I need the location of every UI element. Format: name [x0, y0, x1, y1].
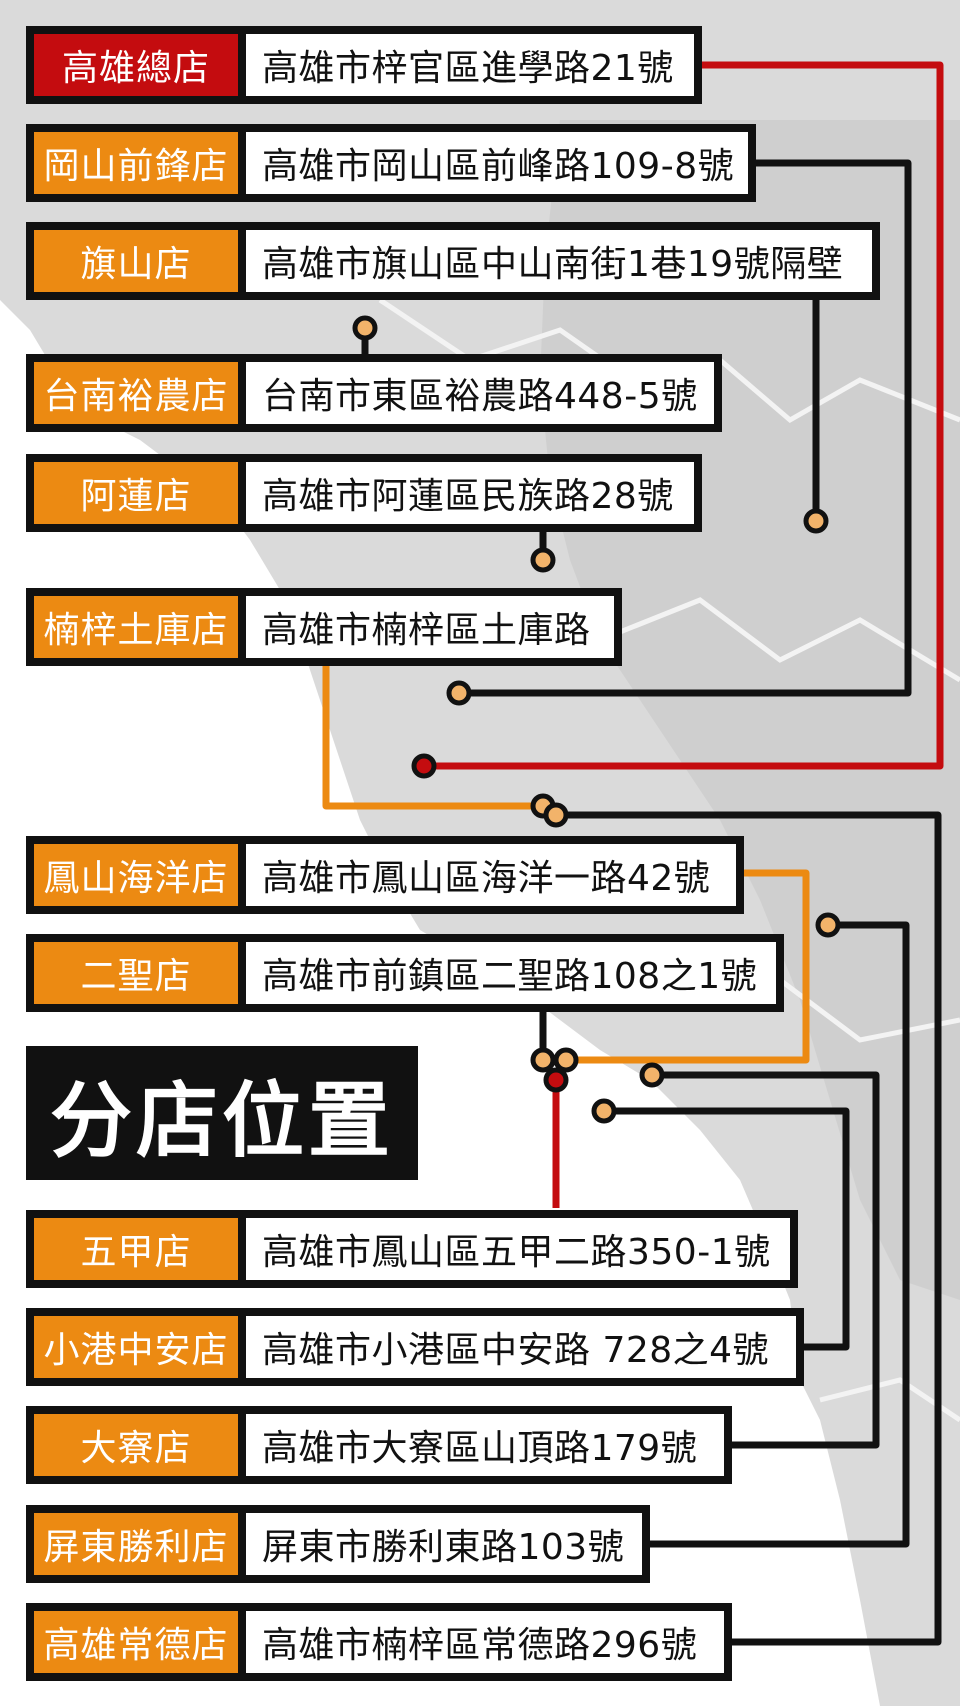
store-row-pingtung: 屏東勝利店 屏東市勝利東路103號: [26, 1505, 650, 1583]
store-row-tainan: 台南裕農店 台南市東區裕農路448-5號: [26, 354, 722, 432]
store-row-daliao: 大寮店 高雄市大寮區山頂路179號: [26, 1406, 732, 1484]
location-dot-gangshan: [446, 680, 472, 706]
store-address: 高雄市岡山區前峰路109-8號: [246, 132, 748, 194]
route-line-nanzi-tuku: [322, 665, 543, 810]
store-address: 屏東市勝利東路103號: [246, 1513, 642, 1575]
section-title-text: 分店位置: [49, 1072, 394, 1169]
store-row-ersheng: 二聖店 高雄市前鎮區二聖路108之1號: [26, 934, 784, 1012]
store-row-fengshan-haiyang: 鳳山海洋店 高雄市鳳山區海洋一路42號: [26, 836, 744, 914]
route-line-hq: [424, 61, 944, 770]
store-name: 楠梓土庫店: [34, 596, 246, 658]
store-row-nanzi-tuku: 楠梓土庫店 高雄市楠梓區土庫路: [26, 588, 622, 666]
store-name: 高雄總店: [34, 34, 246, 96]
store-address: 高雄市小港區中安路 728之4號: [246, 1316, 796, 1378]
store-row-xiaogang: 小港中安店 高雄市小港區中安路 728之4號: [26, 1308, 804, 1386]
location-dot-ersheng: [530, 1047, 556, 1073]
store-name: 高雄常德店: [34, 1611, 246, 1673]
store-address: 高雄市阿蓮區民族路28號: [246, 462, 694, 524]
store-address: 高雄市旗山區中山南街1巷19號隔壁: [246, 230, 872, 292]
store-row-gangshan: 岡山前鋒店 高雄市岡山區前峰路109-8號: [26, 124, 756, 202]
route-line-daliao: [652, 1071, 880, 1449]
store-name: 屏東勝利店: [34, 1513, 246, 1575]
location-dot-changde: [543, 802, 569, 828]
store-name: 旗山店: [34, 230, 246, 292]
store-address: 高雄市楠梓區常德路296號: [246, 1611, 724, 1673]
route-line-changde: [556, 811, 942, 1646]
location-dot-pingtung: [815, 912, 841, 938]
store-name: 五甲店: [34, 1218, 246, 1280]
section-title: 分店位置: [26, 1046, 418, 1180]
location-dot-hq: [411, 753, 437, 779]
route-line-xiaogang: [604, 1107, 850, 1351]
store-address: 高雄市前鎮區二聖路108之1號: [246, 942, 776, 1004]
location-dot-xiaogang: [591, 1098, 617, 1124]
store-address: 高雄市梓官區進學路21號: [246, 34, 694, 96]
store-row-changde: 高雄常德店 高雄市楠梓區常德路296號: [26, 1603, 732, 1681]
store-row-wujia: 五甲店 高雄市鳳山區五甲二路350-1號: [26, 1210, 798, 1288]
store-name: 二聖店: [34, 942, 246, 1004]
store-address: 台南市東區裕農路448-5號: [246, 362, 714, 424]
store-name: 小港中安店: [34, 1316, 246, 1378]
route-line-gangshan: [460, 159, 912, 697]
store-row-hq: 高雄總店 高雄市梓官區進學路21號: [26, 26, 702, 104]
store-name: 大寮店: [34, 1414, 246, 1476]
store-name: 鳳山海洋店: [34, 844, 246, 906]
location-dot-qishan: [803, 508, 829, 534]
location-dot-wujia: [543, 1067, 569, 1093]
store-address: 高雄市鳳山區五甲二路350-1號: [246, 1218, 790, 1280]
store-address: 高雄市楠梓區土庫路: [246, 596, 614, 658]
store-name: 阿蓮店: [34, 462, 246, 524]
store-row-qishan: 旗山店 高雄市旗山區中山南街1巷19號隔壁: [26, 222, 880, 300]
route-line-pingtung: [648, 921, 910, 1548]
store-name: 岡山前鋒店: [34, 132, 246, 194]
location-dot-alian: [530, 547, 556, 573]
store-name: 台南裕農店: [34, 362, 246, 424]
location-dot-daliao: [639, 1062, 665, 1088]
store-address: 高雄市大寮區山頂路179號: [246, 1414, 724, 1476]
store-address: 高雄市鳳山區海洋一路42號: [246, 844, 736, 906]
route-line-fengshan-haiyang: [566, 869, 810, 1064]
location-dot-tainan: [352, 315, 378, 341]
store-row-alian: 阿蓮店 高雄市阿蓮區民族路28號: [26, 454, 702, 532]
location-dot-fengshan-haiyang: [553, 1047, 579, 1073]
